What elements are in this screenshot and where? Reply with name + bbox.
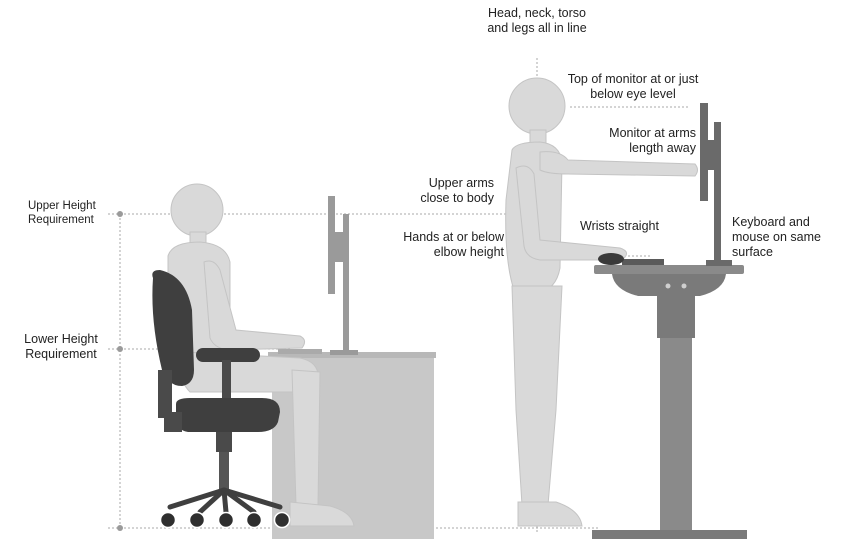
standing-lower-arm: [516, 166, 627, 260]
chair-casters: [161, 513, 290, 528]
label-monitor-arms: Monitor at arms length away: [594, 126, 696, 156]
standing-feet: [518, 502, 582, 526]
seated-head: [171, 184, 223, 236]
seated-monitor: [328, 196, 358, 355]
label-upper-arms: Upper arms close to body: [402, 176, 494, 206]
label-head-neck: Head, neck, torso and legs all in line: [487, 6, 587, 36]
standing-desk-foot: [592, 530, 747, 539]
floor-marker: [117, 525, 123, 531]
desk-control-button-2: [682, 284, 687, 289]
standing-keyboard: [622, 259, 664, 265]
standing-legs: [512, 286, 562, 505]
desk-control-button-1: [666, 284, 671, 289]
seated-monitor-mount: [335, 232, 343, 262]
standing-desk-top: [594, 265, 744, 274]
standing-desk: [592, 265, 747, 539]
seated-arm: [204, 261, 305, 350]
label-upper-height: Upper Height Requirement: [28, 199, 118, 227]
label-lower-height: Lower Height Requirement: [14, 332, 108, 362]
standing-mouse: [598, 253, 624, 265]
seated-monitor-pole: [343, 214, 349, 354]
chair-base-legs: [170, 490, 280, 512]
seated-keyboard: [278, 349, 322, 354]
chair-arm-post: [222, 360, 231, 400]
chair-back-support: [158, 370, 172, 418]
seated-shin: [292, 370, 320, 505]
standing-monitor: [700, 103, 732, 266]
label-wrists: Wrists straight: [580, 219, 680, 234]
label-keyboard-mouse: Keyboard and mouse on same surface: [732, 215, 842, 260]
chair-armrest: [196, 348, 260, 362]
standing-monitor-pole: [714, 122, 721, 264]
seated-monitor-screen: [328, 196, 335, 294]
chair-back-bracket: [164, 412, 182, 432]
lower-marker: [117, 346, 123, 352]
label-hands-elbow: Hands at or below elbow height: [384, 230, 504, 260]
chair-mechanism: [216, 432, 232, 452]
seated-monitor-base: [330, 350, 358, 355]
chair-gas-column: [219, 452, 229, 492]
label-monitor-top: Top of monitor at or just below eye leve…: [555, 72, 711, 102]
standing-desk-lower-column: [660, 338, 692, 534]
standing-desk-upper-column: [657, 296, 695, 338]
standing-monitor-screen: [700, 103, 708, 201]
standing-monitor-base: [706, 260, 732, 266]
chair-seat: [176, 398, 280, 432]
